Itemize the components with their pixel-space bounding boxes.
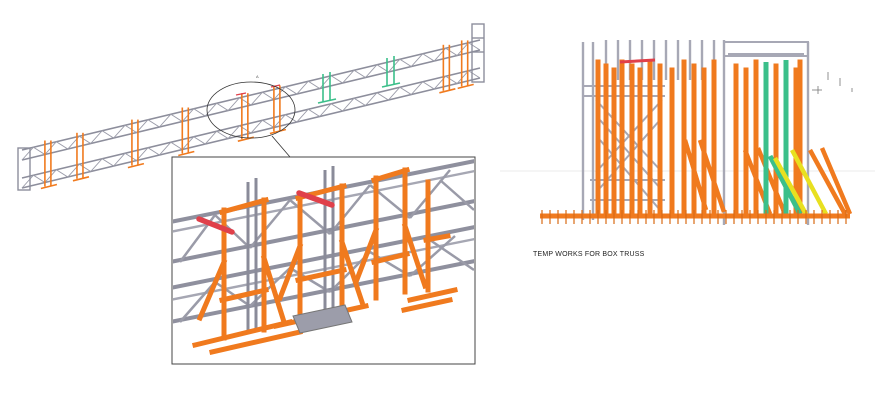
zoom-callout-ellipse	[206, 81, 296, 139]
overview-marker: A	[256, 74, 259, 79]
zoom-leader-line	[271, 135, 291, 158]
truss-detail	[171, 156, 476, 365]
truss-section	[500, 40, 875, 225]
drawing-caption: TEMP WORKS FOR BOX TRUSS	[533, 251, 645, 258]
truss-overview: A	[17, 23, 485, 191]
